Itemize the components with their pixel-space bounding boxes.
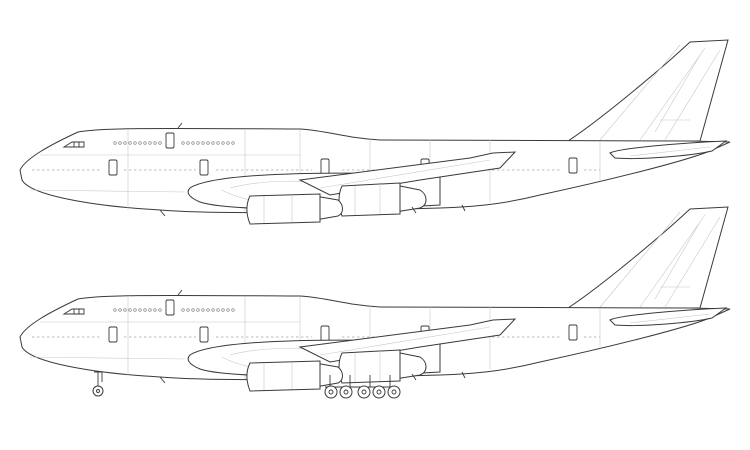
aircraft-gear-up	[19, 39, 731, 225]
aircraft-gear-down	[19, 206, 731, 399]
main-landing-gear	[324, 375, 401, 399]
nose-landing-gear	[92, 371, 104, 397]
